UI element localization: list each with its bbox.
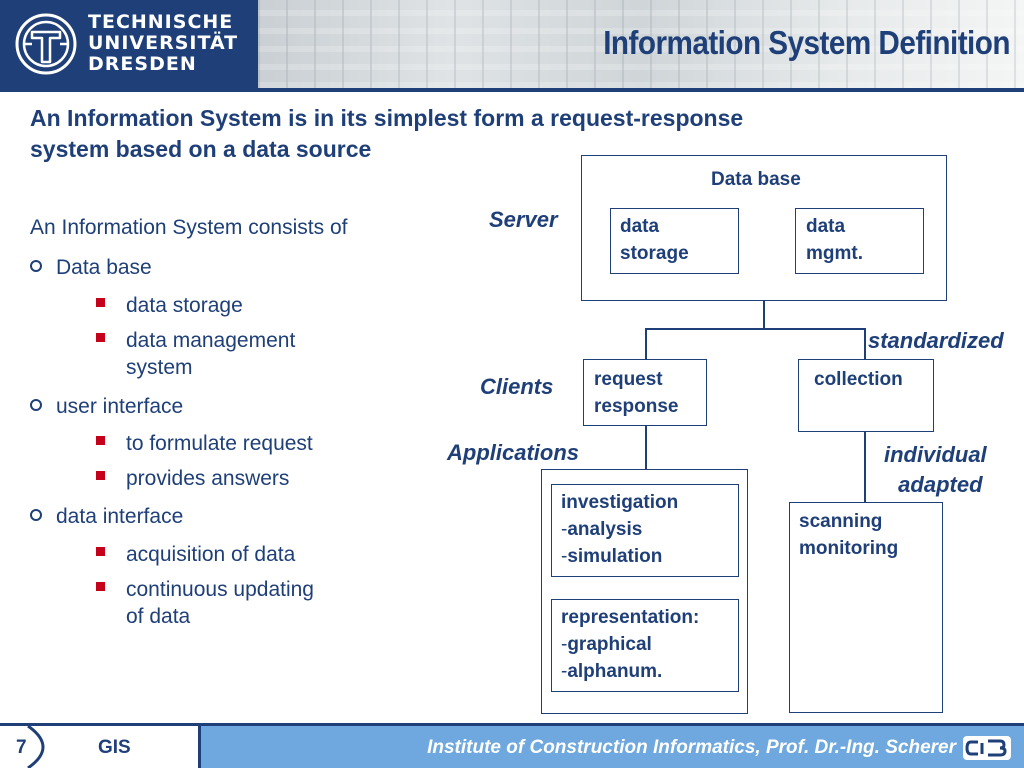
connector-line [763, 301, 765, 329]
university-name: TECHNISCHE UNIVERSITÄT DRESDEN [88, 12, 238, 75]
cib-logo-icon [963, 736, 1011, 760]
collection-box [798, 359, 934, 432]
sub-item: acquisition of data [96, 541, 295, 568]
slide-subtitle: An Information System is in its simplest… [30, 103, 930, 165]
representation-box [551, 599, 739, 692]
header-photo-texture [258, 0, 1024, 88]
server-label: Server [489, 207, 558, 232]
sub-item: data storage [96, 292, 243, 319]
data-storage-box [610, 208, 739, 274]
applications-label: Applications [447, 440, 580, 465]
square-bullet-icon [96, 436, 105, 445]
individual-adapted-label: individual adapted [884, 442, 987, 497]
header-photo-band [258, 0, 1024, 88]
list-item-data-interface: data interface [30, 505, 183, 529]
square-bullet-icon [96, 547, 105, 556]
clients-label: Clients [480, 374, 554, 399]
footer-left-panel [0, 726, 198, 768]
investigation-box [551, 484, 739, 577]
list-item-database: Data base [30, 256, 152, 280]
connector-line [645, 328, 647, 359]
connector-line [864, 432, 866, 502]
subtitle-line: system based on a data source [30, 136, 372, 162]
connector-line [864, 328, 866, 359]
data-storage-label: data storage [620, 216, 689, 264]
logo-line: UNIVERSITÄT [88, 32, 239, 54]
data-mgmt-box [795, 208, 924, 274]
connector-line [645, 426, 647, 469]
request-response-label: request response [594, 369, 679, 417]
header-divider [0, 88, 1024, 92]
slide-header: TECHNISCHE UNIVERSITÄT DRESDEN Informati… [0, 0, 1024, 88]
square-bullet-icon [96, 333, 105, 342]
circle-bullet-icon [30, 260, 42, 272]
square-bullet-icon [96, 582, 105, 591]
slide-title: Information System Definition [603, 24, 1010, 61]
data-mgmt-label: data mgmt. [806, 216, 863, 264]
footer-band [198, 726, 1024, 768]
page-number-arc-icon [27, 726, 45, 768]
standardized-label: standardized [868, 328, 1004, 353]
representation-label: representation: -graphical -alphanum. [561, 607, 700, 682]
circle-bullet-icon [30, 509, 42, 521]
footer-divider [0, 723, 1024, 726]
square-bullet-icon [96, 298, 105, 307]
circle-bullet-icon [30, 399, 42, 411]
collection-label: collection [814, 369, 903, 390]
subtitle-line: An Information System is in its simplest… [30, 105, 744, 131]
scanning-monitoring-label: scanning monitoring [799, 511, 899, 559]
sub-item: to formulate request [96, 430, 313, 457]
tu-dresden-emblem-icon [15, 13, 77, 75]
square-bullet-icon [96, 471, 105, 480]
database-title: Data base [711, 169, 801, 190]
connector-line [645, 328, 865, 330]
scanning-monitoring-box [789, 502, 943, 713]
request-response-box [583, 359, 707, 426]
sub-item: provides answers [96, 465, 289, 492]
university-logo: TECHNISCHE UNIVERSITÄT DRESDEN [0, 0, 258, 88]
investigation-label: investigation -analysis -simulation [561, 492, 679, 567]
list-item-user-interface: user interface [30, 395, 183, 419]
course-name: GIS [98, 737, 131, 758]
page-number: 7 [16, 737, 27, 758]
logo-line: DRESDEN [88, 53, 197, 75]
list-intro: An Information System consists of [30, 216, 348, 239]
footer-credit: Institute of Construction Informatics, P… [427, 737, 956, 758]
logo-line: TECHNISCHE [88, 11, 234, 33]
